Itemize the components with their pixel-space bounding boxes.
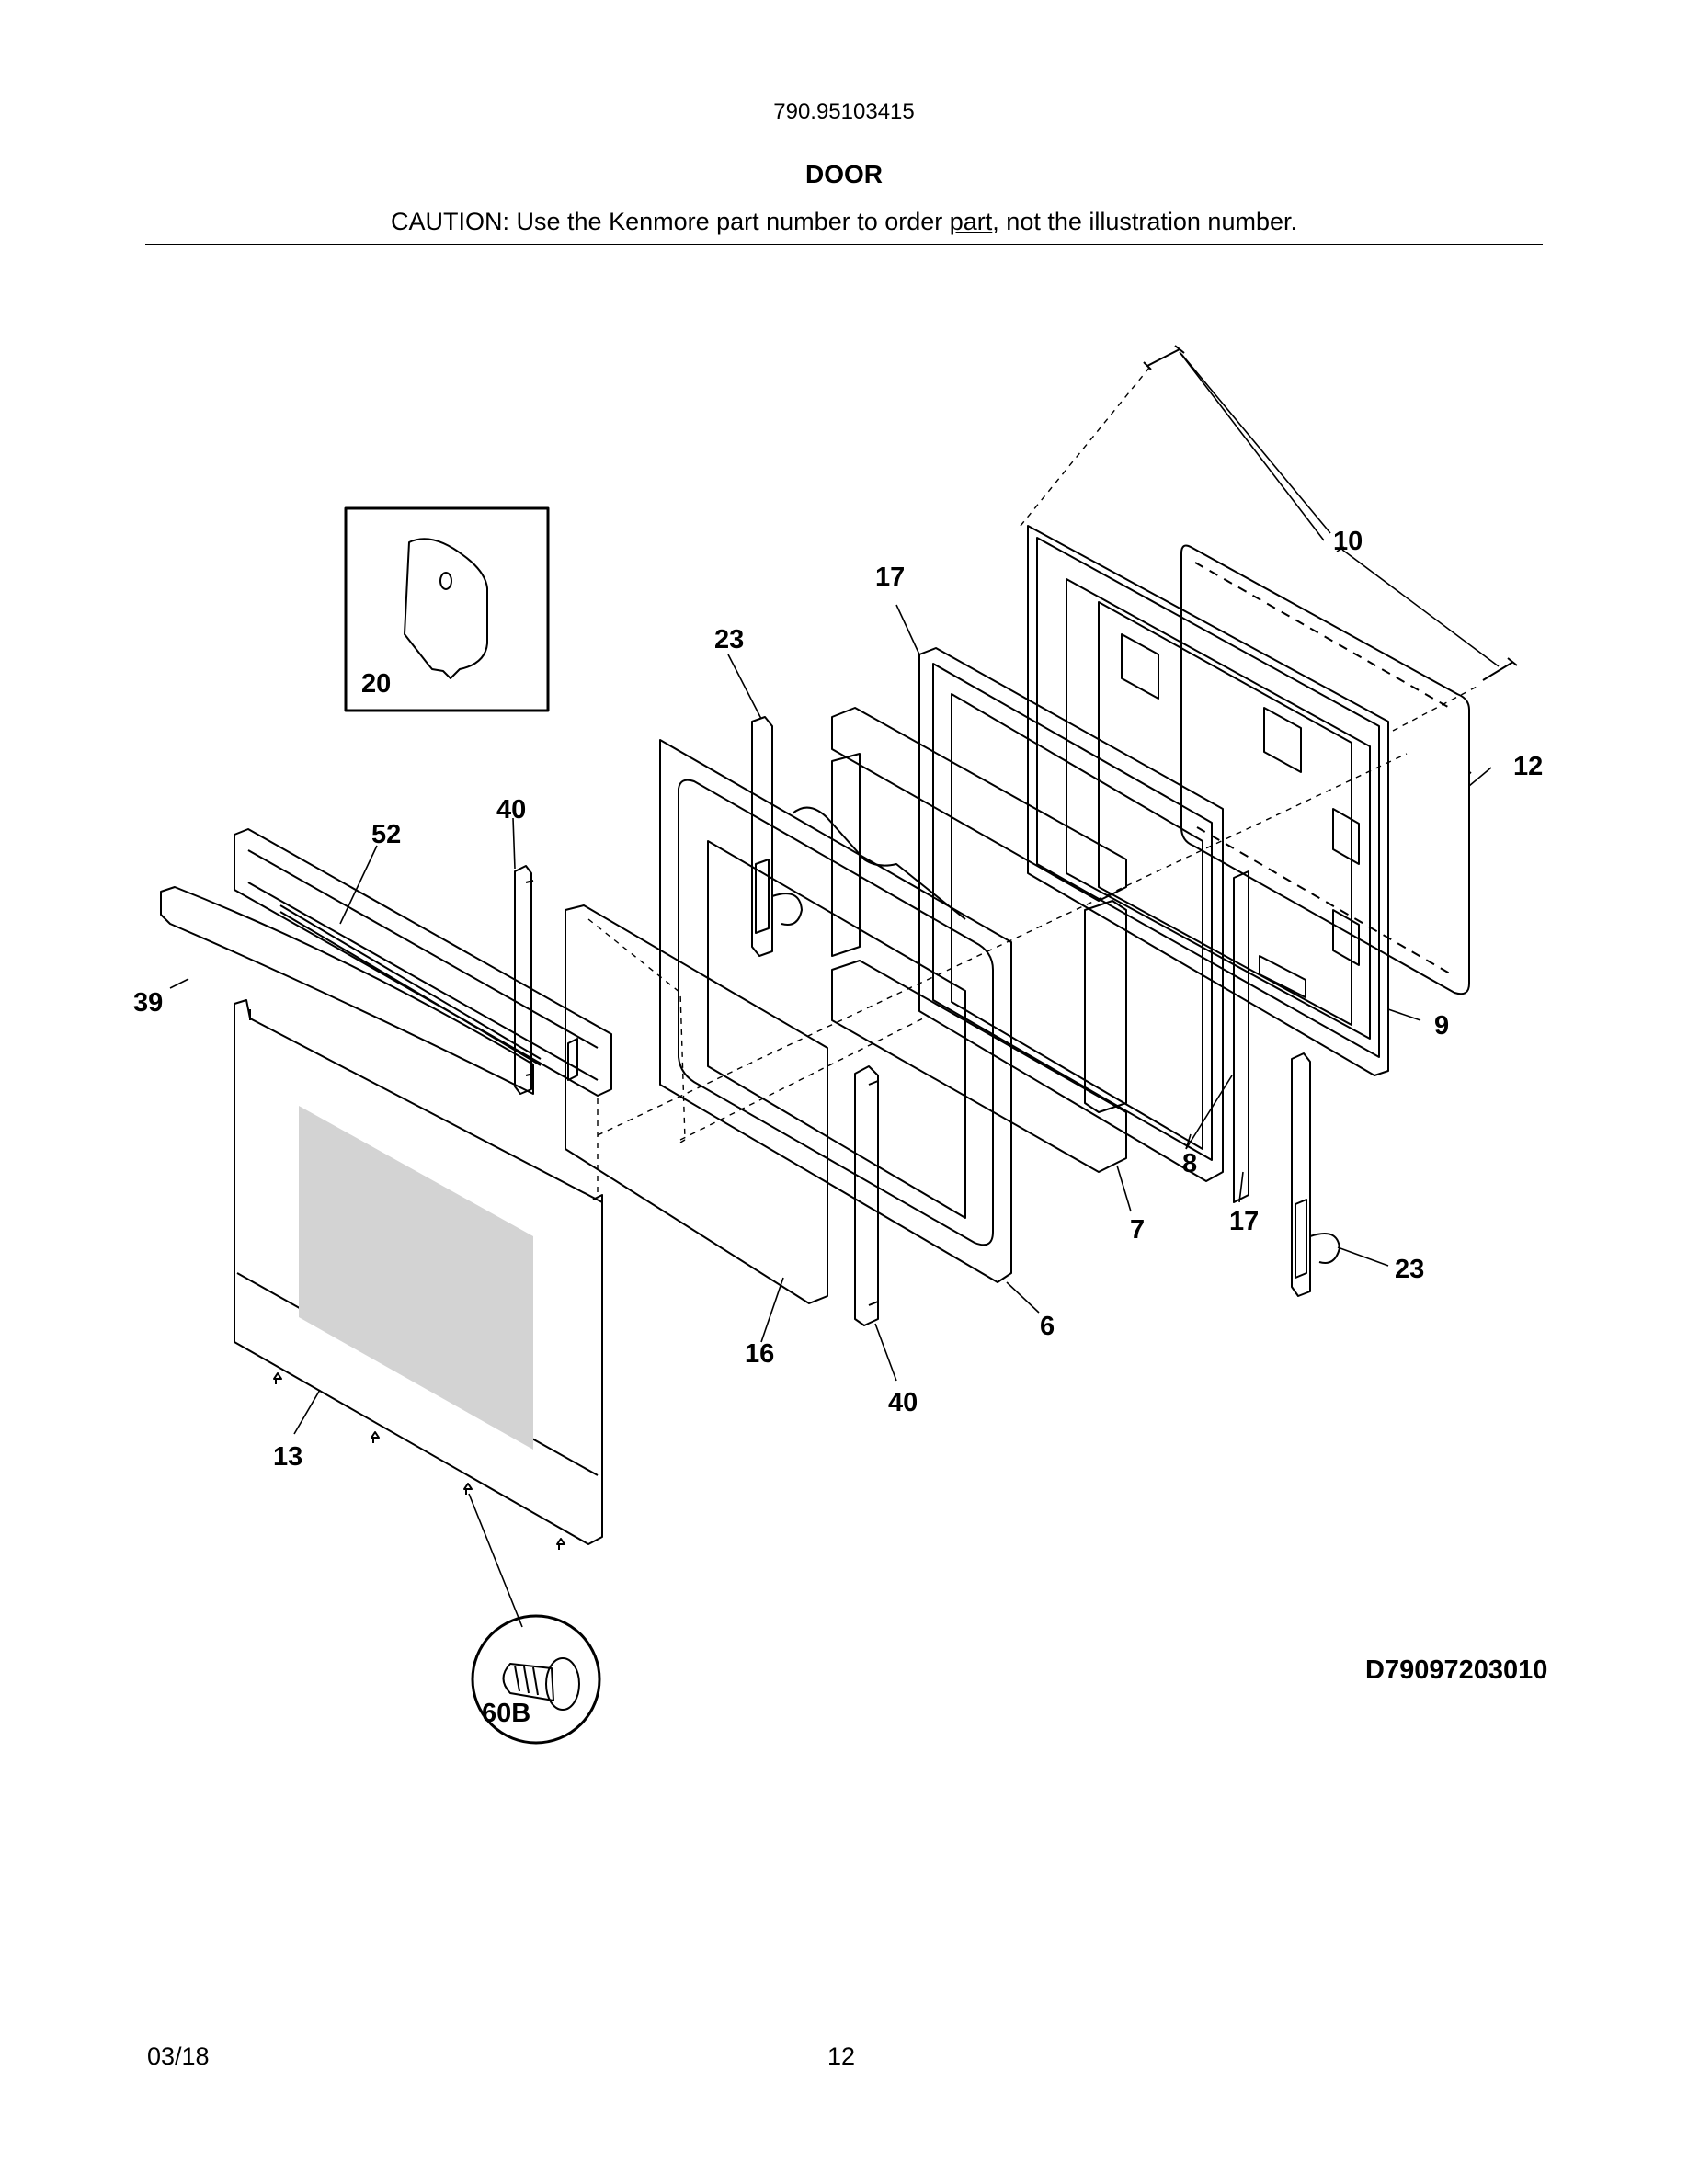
- callout-40-top: 40: [496, 795, 526, 825]
- callout-8: 8: [1182, 1149, 1197, 1178]
- drawing-id: D79097203010: [1365, 1655, 1547, 1685]
- hinge-top-part-23: [751, 716, 803, 957]
- model-number: 790.95103415: [773, 99, 915, 124]
- callout-20: 20: [361, 669, 391, 699]
- callout-40-bottom: 40: [888, 1388, 918, 1417]
- screw-callout-circle-60b: [471, 1614, 601, 1745]
- caution-note: CAUTION: Use the Kenmore part number to …: [0, 208, 1688, 236]
- callout-9: 9: [1434, 1011, 1449, 1041]
- callout-7: 7: [1130, 1215, 1145, 1245]
- inner-door-panel-part-9: [1027, 525, 1389, 1076]
- inset-box-part-20: [344, 506, 550, 712]
- trim-part-52: [234, 828, 612, 1097]
- insulation-part-7: [831, 707, 1127, 1173]
- caution-underlined-word: part: [949, 208, 993, 235]
- header-rule: [145, 244, 1543, 245]
- callout-39: 39: [133, 988, 163, 1018]
- callout-17-top: 17: [875, 563, 905, 592]
- glass-panel-part-16: [565, 904, 828, 1304]
- window-pack-parts-8-17: [918, 647, 1249, 1203]
- callout-6: 6: [1040, 1312, 1055, 1341]
- footer-date: 03/18: [147, 2042, 210, 2070]
- callout-60b: 60B: [482, 1699, 530, 1728]
- door-liner-part-6: [659, 739, 1012, 1283]
- bracket-top-part-40: [514, 865, 534, 1095]
- callout-labels: 10 17 23 12 20 40 52 39 9 8 7 17 23 6 16…: [133, 527, 1547, 1728]
- callout-23-bottom: 23: [1395, 1255, 1424, 1284]
- door-window-shade: [299, 1106, 533, 1450]
- page-number: 12: [827, 2042, 856, 2070]
- caution-prefix: CAUTION: Use the Kenmore part number to …: [391, 208, 950, 235]
- leader-lines: [169, 351, 1500, 1628]
- callout-17-bottom: 17: [1229, 1207, 1259, 1236]
- section-title: DOOR: [805, 160, 883, 188]
- bracket-bottom-part-40: [854, 1065, 879, 1326]
- callout-13: 13: [273, 1442, 302, 1472]
- door-gasket-part-12: [1180, 544, 1470, 995]
- callout-52: 52: [371, 820, 401, 849]
- callout-23-top: 23: [714, 625, 744, 654]
- hinge-bottom-part-23: [1291, 1052, 1340, 1297]
- callout-16: 16: [745, 1339, 774, 1369]
- screws: [273, 345, 1518, 1550]
- caution-suffix: , not the illustration number.: [992, 208, 1297, 235]
- callout-12: 12: [1513, 752, 1543, 781]
- callout-10: 10: [1333, 527, 1363, 556]
- alignment-dashes: [587, 367, 1481, 1195]
- handle-part-39: [160, 886, 534, 1095]
